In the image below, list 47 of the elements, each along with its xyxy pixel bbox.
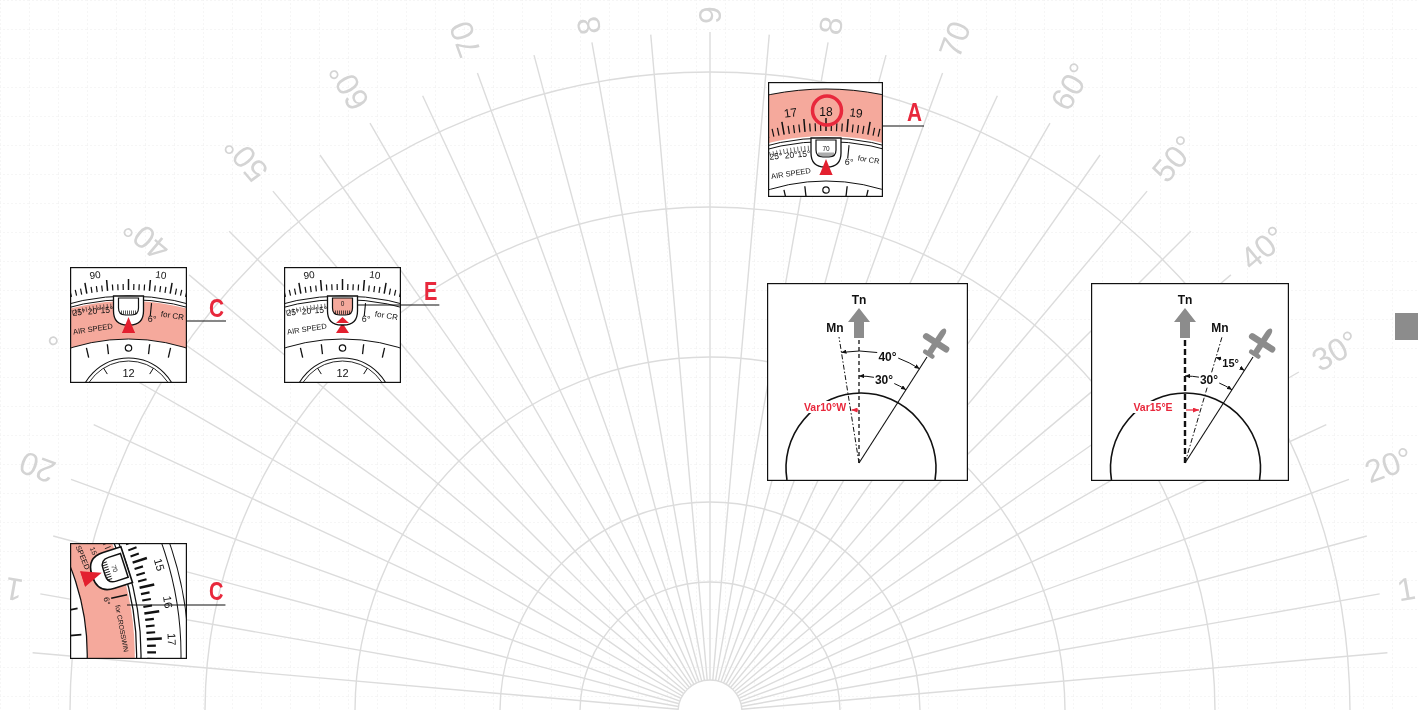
dial-number: 90 [88, 268, 102, 282]
dial-number: 6° [147, 313, 157, 325]
watch-dial-illustration [70, 543, 187, 659]
watch-dial-illustration [768, 82, 883, 197]
angle-label: 30° [874, 373, 894, 387]
dial-scale-text: 25° 20°15° [769, 148, 811, 162]
leader-line [882, 125, 925, 127]
callout-letter: C [209, 296, 224, 321]
dial-label: for CR [160, 309, 185, 323]
direction-label: Mn [826, 321, 844, 335]
dial-number: 12 [336, 367, 349, 379]
dial-number: 12 [122, 367, 135, 379]
dial-number: 10 [368, 268, 382, 282]
callout-letter: C [209, 578, 224, 605]
dial-scale-text: 25° 20°15° [72, 304, 114, 318]
dial-number: 17 [165, 632, 179, 646]
dial-number: 90 [302, 268, 316, 282]
dial-number: 10 [154, 268, 168, 282]
angle-label: 30° [1199, 373, 1219, 387]
watch-window [326, 295, 359, 326]
dial-number: 16 [160, 594, 175, 610]
dial-scale-text: 25° 20°15° [286, 304, 328, 318]
direction-label: Tn [1177, 293, 1193, 307]
angle-label: 15° [1222, 357, 1239, 369]
compass-diagram [1091, 283, 1289, 481]
callout-letter: A [907, 100, 923, 126]
variation-label: Var10°W [803, 401, 847, 413]
compass-diagram [767, 283, 968, 481]
dial-number: 19 [848, 105, 864, 121]
leader-line [126, 604, 226, 606]
dial-number: 6° [361, 313, 371, 325]
watch-dial-illustration [70, 267, 187, 383]
leader-line [186, 320, 227, 322]
dial-number: 6° [101, 596, 112, 606]
dial-number: 17 [782, 105, 799, 121]
direction-label: Mn [1211, 321, 1229, 335]
callout-letter: E [424, 278, 438, 305]
direction-label: Tn [851, 293, 867, 307]
watch-dial-illustration [284, 267, 401, 383]
variation-label: Var15°E [1133, 401, 1173, 413]
dial-number: 15 [151, 557, 167, 573]
dial-number: 6° [844, 156, 854, 168]
dial-label: for CR [374, 309, 399, 323]
dial-number: 18 [819, 105, 833, 119]
leader-line [356, 304, 440, 306]
angle-label: 40° [878, 350, 897, 364]
scale-number: ° [42, 316, 72, 354]
